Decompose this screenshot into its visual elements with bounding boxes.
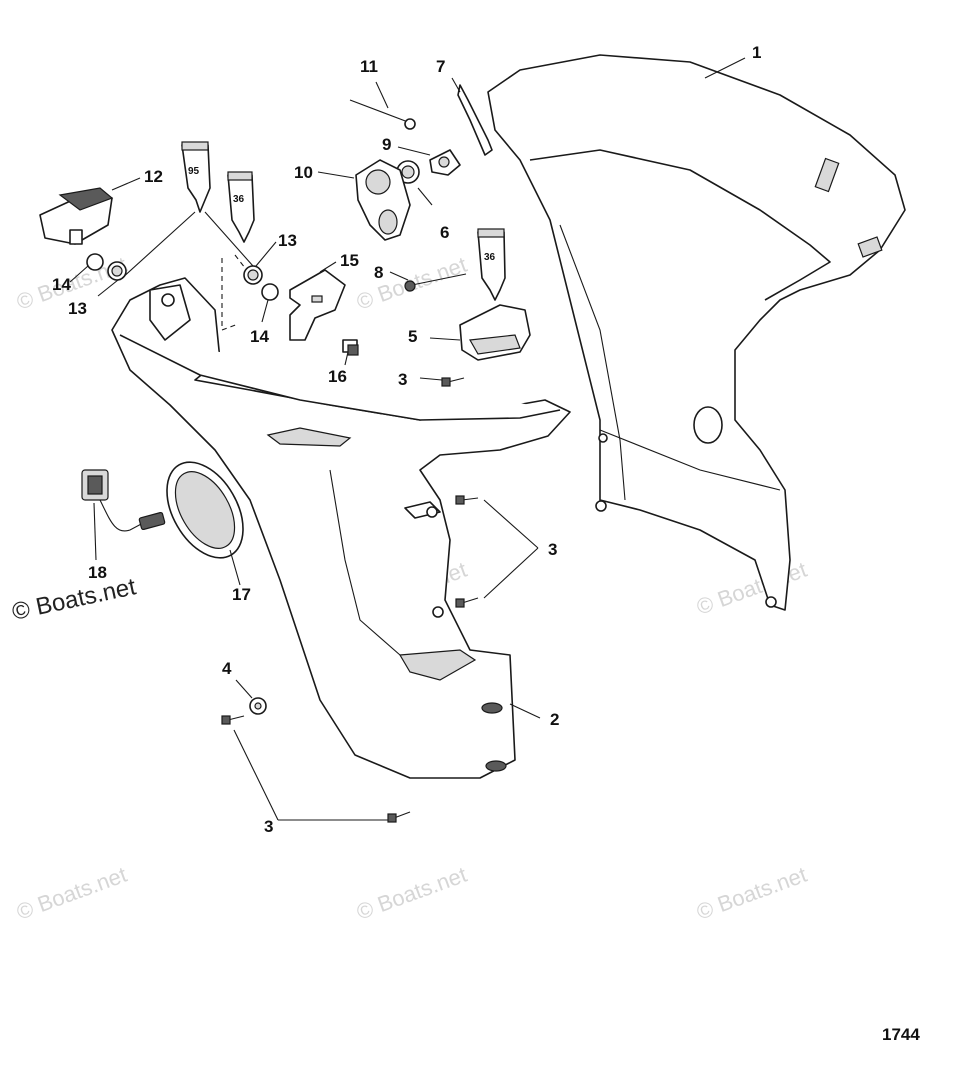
latch-knob (429, 149, 461, 176)
screw (455, 597, 479, 608)
latch-bracket (457, 84, 493, 156)
callout-15: 15 (340, 251, 359, 270)
svg-text:95: 95 (188, 166, 200, 177)
watermark: © Boats.net (693, 862, 810, 925)
latch-housing (355, 159, 411, 241)
callout-13: 13 (278, 231, 297, 250)
callout-11: 11 (360, 57, 378, 76)
top-cowl (487, 54, 906, 611)
latch-cover (459, 304, 531, 361)
callout-5: 5 (408, 327, 417, 346)
washer (249, 697, 267, 715)
callout-2: 2 (550, 710, 559, 729)
callout-17: 17 (232, 585, 251, 604)
hex-bolt (342, 339, 359, 356)
callout-6: 6 (440, 223, 449, 242)
long-screw (404, 273, 467, 292)
screw (455, 495, 479, 505)
screw (441, 377, 465, 387)
callout-18: 18 (88, 563, 107, 582)
bottom-cowl (111, 277, 571, 779)
callout-3: 3 (264, 817, 273, 836)
callout-16: 16 (328, 367, 347, 386)
callout-9: 9 (382, 135, 391, 154)
screw (221, 715, 245, 725)
oval-grommet (166, 461, 244, 559)
sealant-tube-36-right: 36 (477, 228, 506, 301)
svg-text:36: 36 (484, 252, 496, 263)
grommet-rings (86, 253, 279, 301)
reference-number: 1744 (882, 1025, 920, 1044)
callout-7: 7 (436, 57, 445, 76)
leader-lines (69, 57, 746, 821)
sealant-tube-95: 95 (181, 141, 211, 213)
cowl-handle (39, 187, 114, 245)
callout-10: 10 (294, 163, 313, 182)
watermark-prominent: © Boats.net (10, 573, 139, 626)
callout-4: 4 (222, 659, 232, 678)
callout-14: 14 (250, 327, 269, 346)
watermark: © Boats.net (693, 557, 810, 620)
callout-3: 3 (548, 540, 557, 559)
watermark: © Boats.net (13, 862, 130, 925)
callout-1: 1 (752, 43, 761, 62)
watermark: © Boats.net (353, 862, 470, 925)
callout-14: 14 (52, 275, 71, 294)
harness-switch (81, 469, 166, 532)
latch-rod (349, 99, 416, 130)
screw (387, 811, 411, 823)
latch-plate (289, 269, 346, 341)
callout-12: 12 (144, 167, 163, 186)
callout-13: 13 (68, 299, 87, 318)
callout-3: 3 (398, 370, 407, 389)
callout-8: 8 (374, 263, 383, 282)
sealant-tube-36-left: 36 (227, 171, 255, 243)
svg-text:36: 36 (233, 194, 245, 205)
